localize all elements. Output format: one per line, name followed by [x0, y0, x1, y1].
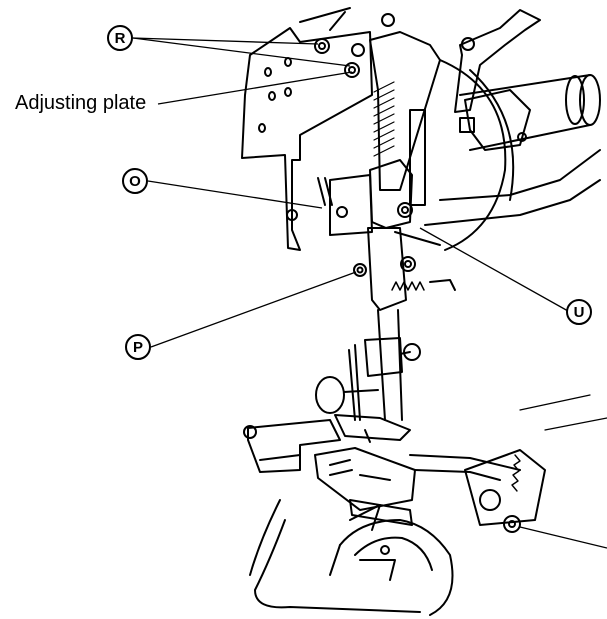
adjusting-plate-label: Adjusting plate — [15, 92, 147, 114]
tension-spring-unit — [464, 449, 546, 526]
callout-p: P — [125, 334, 151, 360]
needle-clamp-block-o — [329, 174, 373, 236]
throat-plate-arm — [247, 419, 341, 473]
callout-r: R — [107, 25, 133, 51]
shaft-nut — [459, 117, 475, 133]
rotary-hook-outer — [339, 519, 454, 616]
leader-u — [419, 227, 569, 312]
leader-p — [150, 271, 357, 348]
needle-clamp-thumbscrew — [364, 337, 403, 377]
leader-adjusting-plate — [157, 71, 353, 105]
rotary-hook-inner — [354, 536, 433, 571]
thread-take-up-disc — [439, 59, 507, 251]
hook-housing — [249, 499, 421, 613]
leader-lines — [132, 37, 607, 549]
needle-bar-upper — [369, 159, 413, 229]
callout-u: U — [566, 299, 592, 325]
presser-link-arm — [424, 149, 601, 226]
crank-lever — [454, 9, 541, 113]
thumb-nut — [315, 376, 345, 414]
adjusting-plate-ridges — [373, 81, 395, 157]
tension-linkage — [409, 454, 521, 481]
needle-bar-body — [367, 227, 407, 311]
needle — [348, 344, 361, 421]
adjusting-plate — [369, 31, 441, 191]
bed-edge-lines — [519, 394, 607, 431]
lower-adjust-screw — [503, 515, 521, 533]
needle-bar-shaft — [377, 309, 403, 421]
shaft-bracket — [464, 89, 531, 151]
feed-dog — [314, 447, 416, 511]
leader-r-2 — [132, 37, 351, 67]
presser-foot — [334, 414, 411, 441]
mounting-plate-holes — [258, 57, 292, 133]
spring — [391, 281, 425, 291]
leader-o — [147, 180, 323, 209]
main-shaft — [459, 74, 591, 151]
callout-o: O — [122, 168, 148, 194]
screw-u-arm — [394, 231, 441, 246]
top-housing-edge — [299, 7, 351, 31]
adjusting-screws-r — [314, 13, 395, 78]
leader-r-1 — [132, 37, 319, 45]
leader-lower-screw — [519, 526, 607, 549]
mounting-plate — [241, 27, 373, 251]
